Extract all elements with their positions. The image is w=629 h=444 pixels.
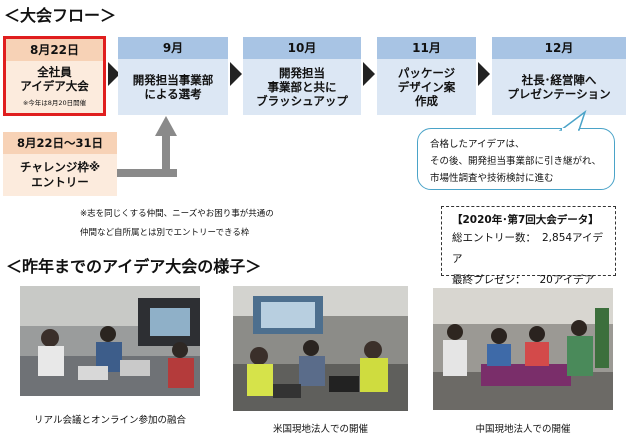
flow-step-package-design: 11月 パッケージ デザイン案 作成 <box>377 37 476 115</box>
callout-line: その後、開発担当事業部に引き継がれ、 <box>430 156 602 167</box>
flow-step-line: 社長･経営陣へ <box>521 73 597 87</box>
result-callout-bubble: 合格したアイデアは、 その後、開発担当事業部に引き継がれ、 市場性調査や技術検討… <box>417 128 615 190</box>
footnote-line: ※志を同じくする仲間、ニーズやお困り事が共通の <box>80 209 274 219</box>
data-value: 20アイデア <box>539 274 595 286</box>
photo-caption: 中国現地法人での開催 <box>475 424 571 435</box>
flow-step-date: 8月22日 <box>6 39 103 61</box>
flow-step-line: による選考 <box>144 87 202 101</box>
flow-step-date: 9月 <box>118 37 228 59</box>
flow-step-body: 開発担当 事業部と共に ブラッシュアップ <box>243 59 361 115</box>
flow-step-selection: 9月 開発担当事業部 による選考 <box>118 37 228 115</box>
footnote-line: 仲間など自所属とは別でエントリーできる枠 <box>80 228 250 238</box>
flow-step-brushup: 10月 開発担当 事業部と共に ブラッシュアップ <box>243 37 361 115</box>
photo-caption: 米国現地法人での開催 <box>272 424 368 435</box>
flow-step-line: 開発担当 <box>279 66 325 80</box>
data-label: 総エントリー数： <box>452 232 536 244</box>
data-row: 総エントリー数：2,854アイデア <box>452 228 605 270</box>
bubble-tail-icon <box>558 110 587 132</box>
flow-step-line: 全社員 <box>37 64 72 79</box>
data-label: 最終プレゼン： <box>452 274 526 286</box>
flow-step-body: 全社員 アイデア大会 ※今年は8月20日開催 <box>6 61 103 113</box>
flow-step-line: 開発担当事業部 <box>132 73 214 87</box>
chevron-right-icon <box>230 62 242 86</box>
photo-us-subsidiary-image <box>233 286 408 411</box>
flow-step-line: プレゼンテーション <box>507 87 611 101</box>
flow-step-date: 10月 <box>243 37 361 59</box>
flow-step-date: 12月 <box>492 37 626 59</box>
flow-step-line: 事業部と共に <box>267 80 337 94</box>
callout-line: 合格したアイデアは、 <box>430 139 525 150</box>
flow-step-line: 作成 <box>415 94 438 108</box>
elbow-arrow-icon <box>117 116 177 177</box>
flow-section-heading: ＜大会フロー＞ <box>4 6 117 25</box>
photo-us-subsidiary <box>233 286 408 411</box>
chevron-right-icon <box>363 62 375 86</box>
flow-step-line: パッケージ <box>397 66 456 80</box>
photo-hybrid-meeting-image <box>20 286 200 396</box>
flow-step-line: アイデア大会 <box>20 78 89 93</box>
photo-caption: リアル会議とオンライン参加の融合 <box>34 415 186 426</box>
photo-hybrid-meeting <box>20 286 200 396</box>
flow-step-line: ブラッシュアップ <box>256 94 348 108</box>
flow-step-body: 社長･経営陣へ プレゼンテーション <box>492 59 626 115</box>
challenge-line: エントリー <box>31 175 89 189</box>
flow-step-date: 11月 <box>377 37 476 59</box>
flow-step-note: ※今年は8月20日開催 <box>22 98 87 107</box>
flow-step-idea-contest: 8月22日 全社員 アイデア大会 ※今年は8月20日開催 <box>3 36 106 116</box>
data-box-title: 【2020年･第7回大会データ】 <box>452 214 599 226</box>
challenge-line: チャレンジ枠※ <box>19 160 101 174</box>
data-row: 最終プレゼン： 20アイデア <box>452 270 605 291</box>
challenge-entry-box: 8月22日～31日 チャレンジ枠※ エントリー <box>3 132 117 196</box>
photo-china-subsidiary-image <box>433 288 613 410</box>
contest-data-box: 【2020年･第7回大会データ】 総エントリー数：2,854アイデア 最終プレゼ… <box>441 206 616 286</box>
challenge-body: チャレンジ枠※ エントリー <box>3 154 117 196</box>
flow-step-body: パッケージ デザイン案 作成 <box>377 59 476 115</box>
challenge-footnote: ※志を同じくする仲間、ニーズやお困り事が共通の 仲間など自所属とは別でエントリー… <box>80 205 274 243</box>
callout-line: 市場性調査や技術検討に進む <box>430 173 554 184</box>
flow-step-line: デザイン案 <box>397 80 456 94</box>
photo-china-subsidiary <box>433 288 613 410</box>
challenge-date: 8月22日～31日 <box>3 132 117 154</box>
data-value: 2,854アイデア <box>452 232 604 265</box>
chevron-right-icon <box>108 62 120 86</box>
flow-step-body: 開発担当事業部 による選考 <box>118 59 228 115</box>
past-contest-heading: ＜昨年までのアイデア大会の様子＞ <box>6 257 262 276</box>
flow-step-presentation: 12月 社長･経営陣へ プレゼンテーション <box>492 37 626 115</box>
chevron-right-icon <box>478 62 490 86</box>
